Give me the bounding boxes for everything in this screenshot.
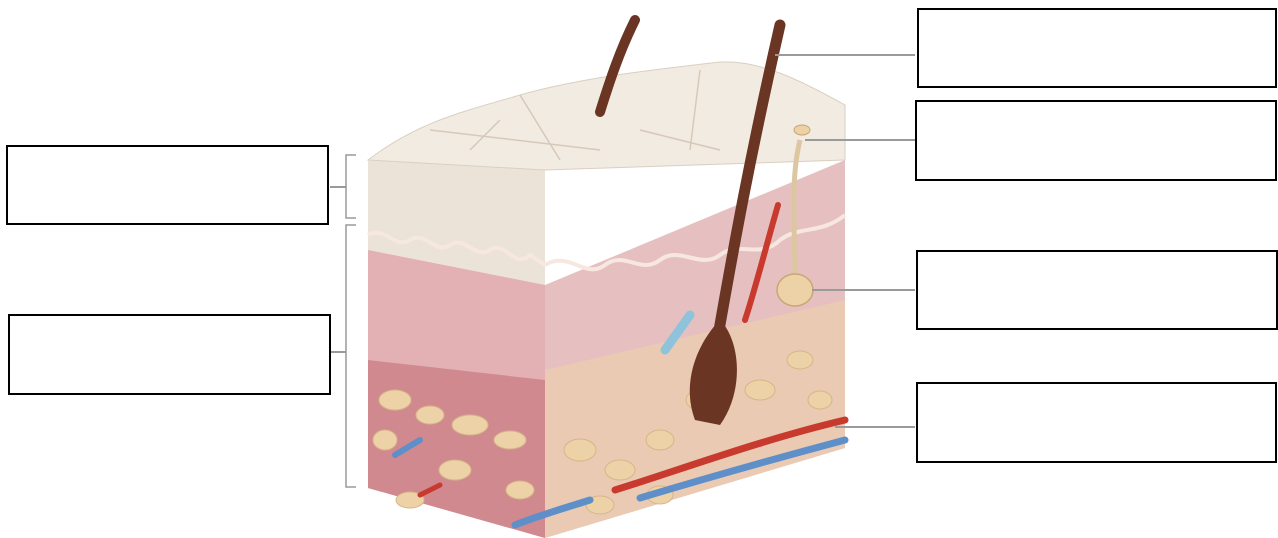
- label-box-blood-vessels[interactable]: [916, 382, 1277, 463]
- layer-brackets: [346, 155, 356, 487]
- label-box-epidermis[interactable]: [6, 145, 329, 225]
- label-box-hair-shaft[interactable]: [917, 8, 1277, 88]
- label-box-sebaceous-duct[interactable]: [915, 100, 1277, 181]
- label-box-dermis[interactable]: [8, 314, 331, 395]
- label-box-sebaceous-gland[interactable]: [916, 250, 1278, 330]
